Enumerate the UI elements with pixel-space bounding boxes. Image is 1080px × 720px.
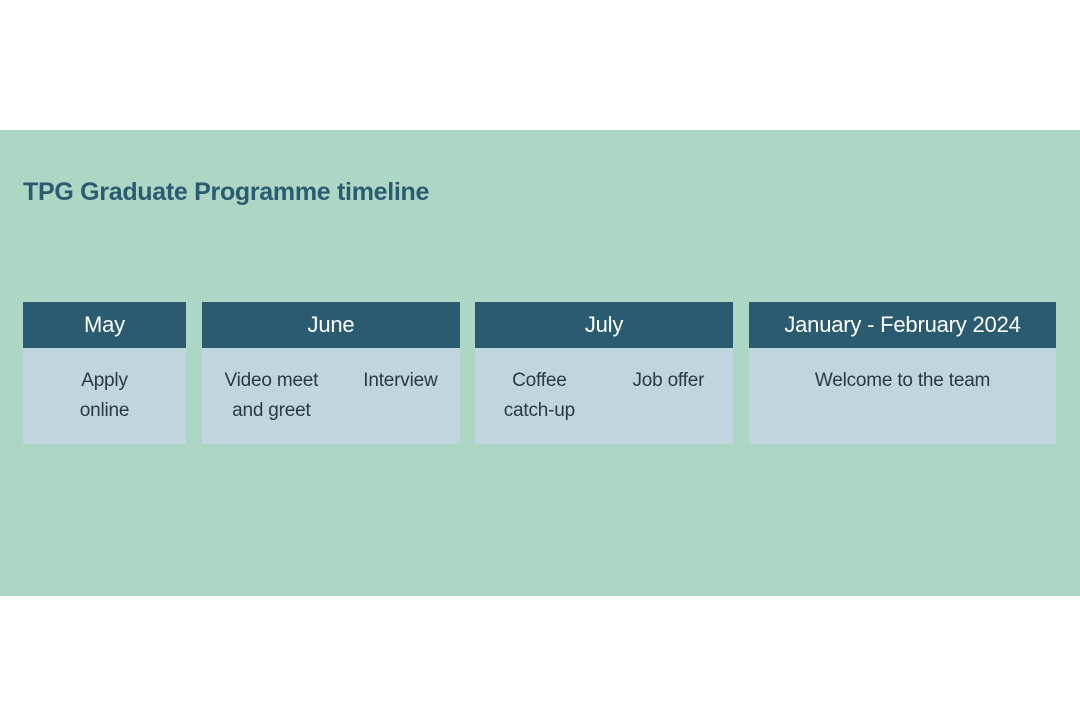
- timeline-panel: TPG Graduate Programme timeline May Appl…: [0, 130, 1080, 596]
- card-header: July: [475, 302, 733, 348]
- timeline-event: Apply online: [79, 370, 130, 421]
- timeline-event: Welcome to the team: [814, 370, 991, 391]
- card-header: June: [202, 302, 460, 348]
- card-body: Apply online: [23, 348, 186, 444]
- timeline-event: Interview: [363, 370, 438, 391]
- page-title: TPG Graduate Programme timeline: [23, 178, 430, 206]
- card-body: Welcome to the team: [749, 348, 1056, 444]
- card-body: Coffee catch-up Job offer: [475, 348, 733, 444]
- timeline-card-jan-feb: January - February 2024 Welcome to the t…: [749, 302, 1056, 444]
- timeline-event: Video meet and greet: [224, 370, 319, 421]
- timeline-event: Coffee catch-up: [503, 370, 575, 421]
- timeline-card-july: July Coffee catch-up Job offer: [475, 302, 733, 444]
- timeline-card-may: May Apply online: [23, 302, 186, 444]
- card-body: Video meet and greet Interview: [202, 348, 460, 444]
- timeline-card-june: June Video meet and greet Interview: [202, 302, 460, 444]
- card-header: January - February 2024: [749, 302, 1056, 348]
- timeline-event: Job offer: [632, 370, 705, 391]
- card-header: May: [23, 302, 186, 348]
